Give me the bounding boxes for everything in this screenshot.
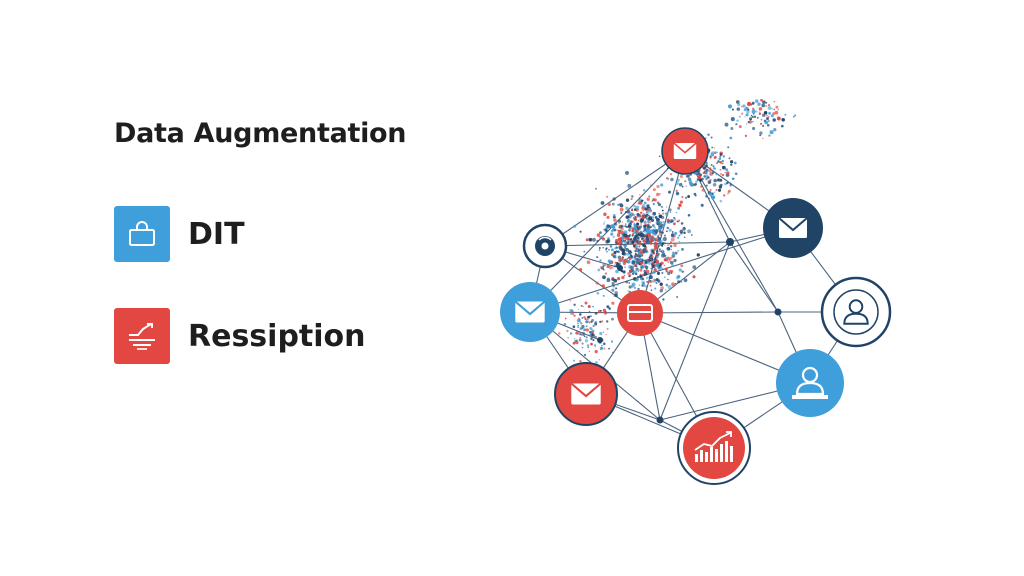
node-center-card <box>617 290 663 336</box>
node-person-outline <box>820 276 892 348</box>
legend-badge-red <box>114 308 170 364</box>
node-left-mail <box>500 282 560 342</box>
disc-icon <box>535 236 555 256</box>
card-icon <box>627 304 653 322</box>
junction-dots <box>597 238 782 424</box>
mail-icon <box>514 300 546 324</box>
mail-icon <box>778 217 808 239</box>
node-person-blue <box>776 349 844 417</box>
node-disc <box>522 223 568 269</box>
bar-chart-icon <box>694 431 733 462</box>
legend-item-dit: DIT <box>114 206 245 262</box>
legend-badge-blue <box>114 206 170 262</box>
node-chart <box>677 411 751 485</box>
node-lower-left-mail <box>554 362 618 426</box>
legend-label-dit: DIT <box>188 216 245 252</box>
mail-icon <box>570 382 602 406</box>
diagram-title: Data Augmentation <box>114 118 407 149</box>
trend-chart-icon <box>129 323 155 350</box>
shopping-bag-icon <box>129 221 155 246</box>
legend-item-ressiption: Ressiption <box>114 308 366 364</box>
node-navy-mail <box>763 198 823 258</box>
mail-icon <box>672 142 698 160</box>
legend-label-ressiption: Ressiption <box>188 318 366 354</box>
node-top-mail <box>661 127 709 175</box>
